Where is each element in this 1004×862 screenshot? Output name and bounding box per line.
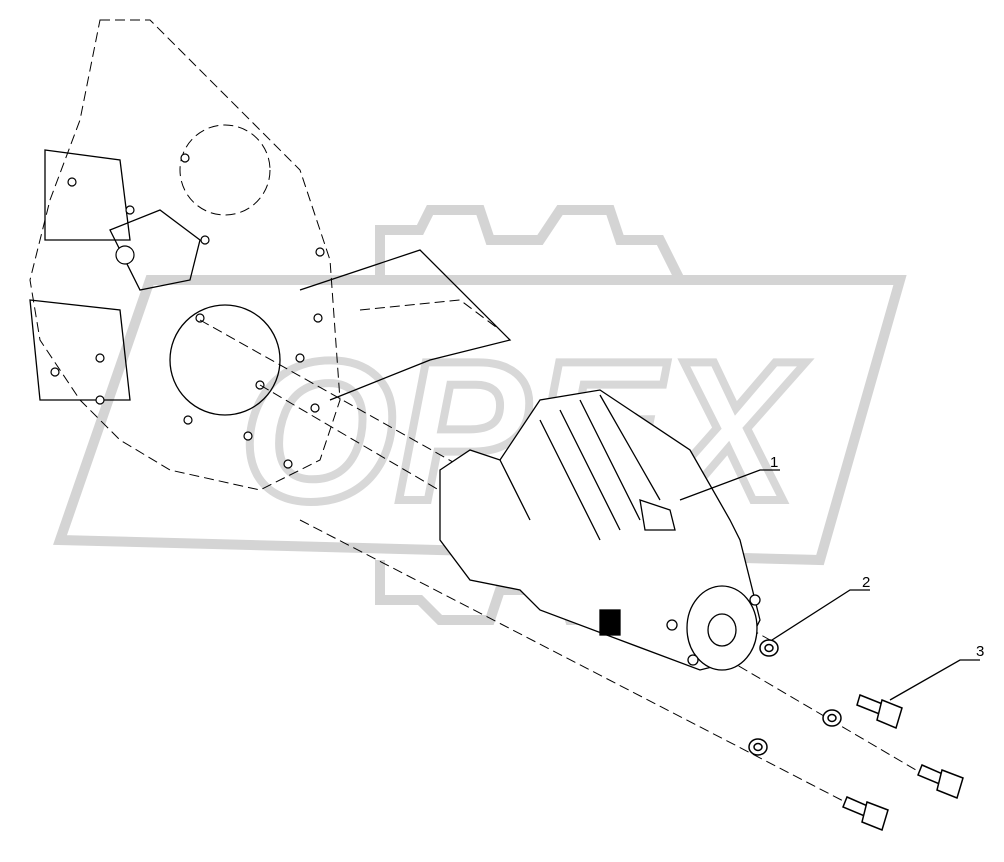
svg-text:3: 3 bbox=[976, 643, 984, 660]
flywheel-housing bbox=[29, 19, 512, 491]
washer bbox=[748, 639, 842, 756]
svg-text:1: 1 bbox=[770, 454, 778, 471]
callout-3: 3 bbox=[889, 643, 984, 701]
bolt bbox=[842, 693, 964, 832]
callout-2: 2 bbox=[771, 574, 870, 641]
callout-1: 1 bbox=[679, 454, 780, 501]
starter-motor bbox=[439, 389, 761, 671]
svg-text:2: 2 bbox=[862, 574, 870, 591]
